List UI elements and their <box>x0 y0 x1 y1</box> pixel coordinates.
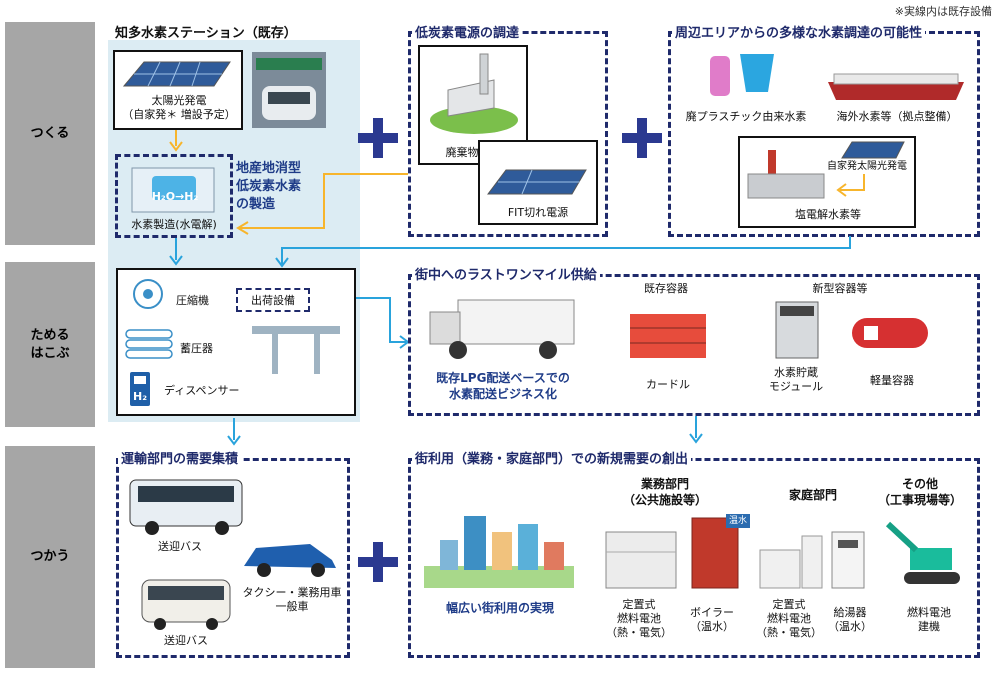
cityscape-icon <box>424 516 574 588</box>
bus-icon-1 <box>129 479 243 535</box>
stationary-fc-icon-1 <box>605 531 677 589</box>
light-container-icon <box>852 318 928 348</box>
excavator-icon <box>885 521 960 584</box>
fit-power-label: FIT切れ電源 <box>507 206 569 219</box>
business-sector-label: 業務部門 （公共施設等） <box>622 477 707 507</box>
compressor-label: 圧縮機 <box>176 294 209 307</box>
arrow-storage-to-transport <box>227 418 241 446</box>
city-panel <box>408 458 980 658</box>
plus-icon-1 <box>358 118 398 158</box>
curdle-label: カードル <box>646 378 690 391</box>
home-sector-label: 家庭部門 <box>788 488 837 502</box>
chita-station-title: 知多水素ステーション（既存） <box>115 26 297 41</box>
transport-title: 運輸部門の需要集積 <box>118 448 242 467</box>
electrolysis-box <box>115 154 233 238</box>
dispenser-label: ディスペンサー <box>164 384 240 397</box>
lowcarbon-title: 低炭素電源の調達 <box>412 22 523 41</box>
arrow-lastmile-to-city <box>689 416 703 444</box>
local-production-label: 地産地消型 低炭素水素 の製造 <box>236 161 302 212</box>
row-label-use: つかう <box>5 446 95 668</box>
boiler-label: ボイラー （温水） <box>690 606 734 633</box>
storage-module-icon <box>775 301 819 359</box>
arrow-own-solar-to-factory <box>836 174 865 197</box>
boiler-icon <box>691 517 739 589</box>
bus-icon-2 <box>141 579 231 630</box>
arrow-electrolysis-to-storage <box>169 238 183 266</box>
other-sector-label: その他 （工事現場等） <box>877 477 962 507</box>
plus-icon-2 <box>622 118 662 158</box>
tanker-ship-icon <box>828 73 964 100</box>
compressor-icon <box>133 279 163 309</box>
hydrogen-station-photo <box>252 52 326 128</box>
fc-label-1: 定置式 燃料電池 （熱・電気） <box>606 598 672 639</box>
storage-module-label: 水素貯蔵 モジュール <box>768 366 824 393</box>
existing-container-label: 既存容器 <box>644 282 688 295</box>
light-container-label: 軽量容器 <box>870 374 914 387</box>
water-heater-icon <box>831 531 865 589</box>
lpg-delivery-label: 既存LPG配送ベースでの 水素配送ビジネス化 <box>436 371 570 401</box>
plus-icon-3 <box>358 542 398 582</box>
legend-note: ※実線内は既存設備 <box>894 5 992 18</box>
fc-machine-label: 燃料電池 建機 <box>907 606 951 633</box>
station-canopy-icon <box>252 326 340 374</box>
factory-icon <box>747 150 825 199</box>
taxi-car-icon <box>244 544 336 577</box>
dispenser-h2-label: H₂ <box>132 390 148 403</box>
solar-power-label: 太陽光発電 （自家発＊ 増設予定） <box>122 94 236 121</box>
bus-label-2: 送迎バス <box>164 634 208 647</box>
water-heater-label: 給湯器 （温水） <box>828 606 872 633</box>
arrow-solar-to-electrolysis <box>169 130 183 152</box>
stationary-fc-icon-2 <box>759 535 823 589</box>
waste-power-plant-icon <box>430 53 518 134</box>
wide-city-use-label: 幅広い街利用の実現 <box>445 601 554 615</box>
solar-panel-icon <box>122 61 231 87</box>
plastic-bottle-icon <box>710 54 774 96</box>
shipping-box <box>236 288 310 312</box>
electrolysis-unit-icon <box>131 167 215 213</box>
curdle-icon <box>630 314 706 358</box>
delivery-truck-icon <box>429 299 575 359</box>
row-label-store: ためる はこぶ <box>5 262 95 427</box>
taxi-label: タクシー・業務用車 一般車 <box>242 586 342 613</box>
own-solar-label: 自家発太陽光発電 <box>827 161 907 172</box>
chlor-hydrogen-label: 塩電解水素等 <box>795 208 861 221</box>
surrounding-title: 周辺エリアからの多様な水素調達の可能性 <box>672 22 926 41</box>
city-title: 街利用（業務・家庭部門）での新規需要の創出 <box>412 448 692 467</box>
overseas-hydrogen-label: 海外水素等（拠点整備） <box>836 110 958 123</box>
fc-label-2: 定置式 燃料電池 （熱・電気） <box>756 598 822 639</box>
lastmile-title: 街中へのラストワンマイル供給 <box>412 264 600 283</box>
bus-label-1: 送迎バス <box>158 540 202 553</box>
fit-solar-icon <box>487 169 587 195</box>
dispenser-icon <box>130 372 150 406</box>
warm-water-badge: 温水 <box>726 514 750 528</box>
lastmile-panel <box>408 274 980 416</box>
plastic-hydrogen-label: 廃プラスチック由来水素 <box>685 110 807 123</box>
row-label-make: つくる <box>5 22 95 245</box>
electrolysis-label: 水素製造(水電解) <box>131 218 217 231</box>
arrow-lowcarbon-to-electrolysis <box>236 173 408 235</box>
arrow-surrounding-to-shipping <box>275 236 851 268</box>
accumulator-icon <box>125 329 173 359</box>
h2o-to-h2-label: H₂O→H₂ <box>151 190 199 203</box>
shipping-label: 出荷設備 <box>251 294 295 307</box>
new-container-label: 新型容器等 <box>812 282 868 295</box>
own-solar-icon <box>841 141 905 159</box>
accumulator-label: 蓄圧器 <box>180 342 213 355</box>
